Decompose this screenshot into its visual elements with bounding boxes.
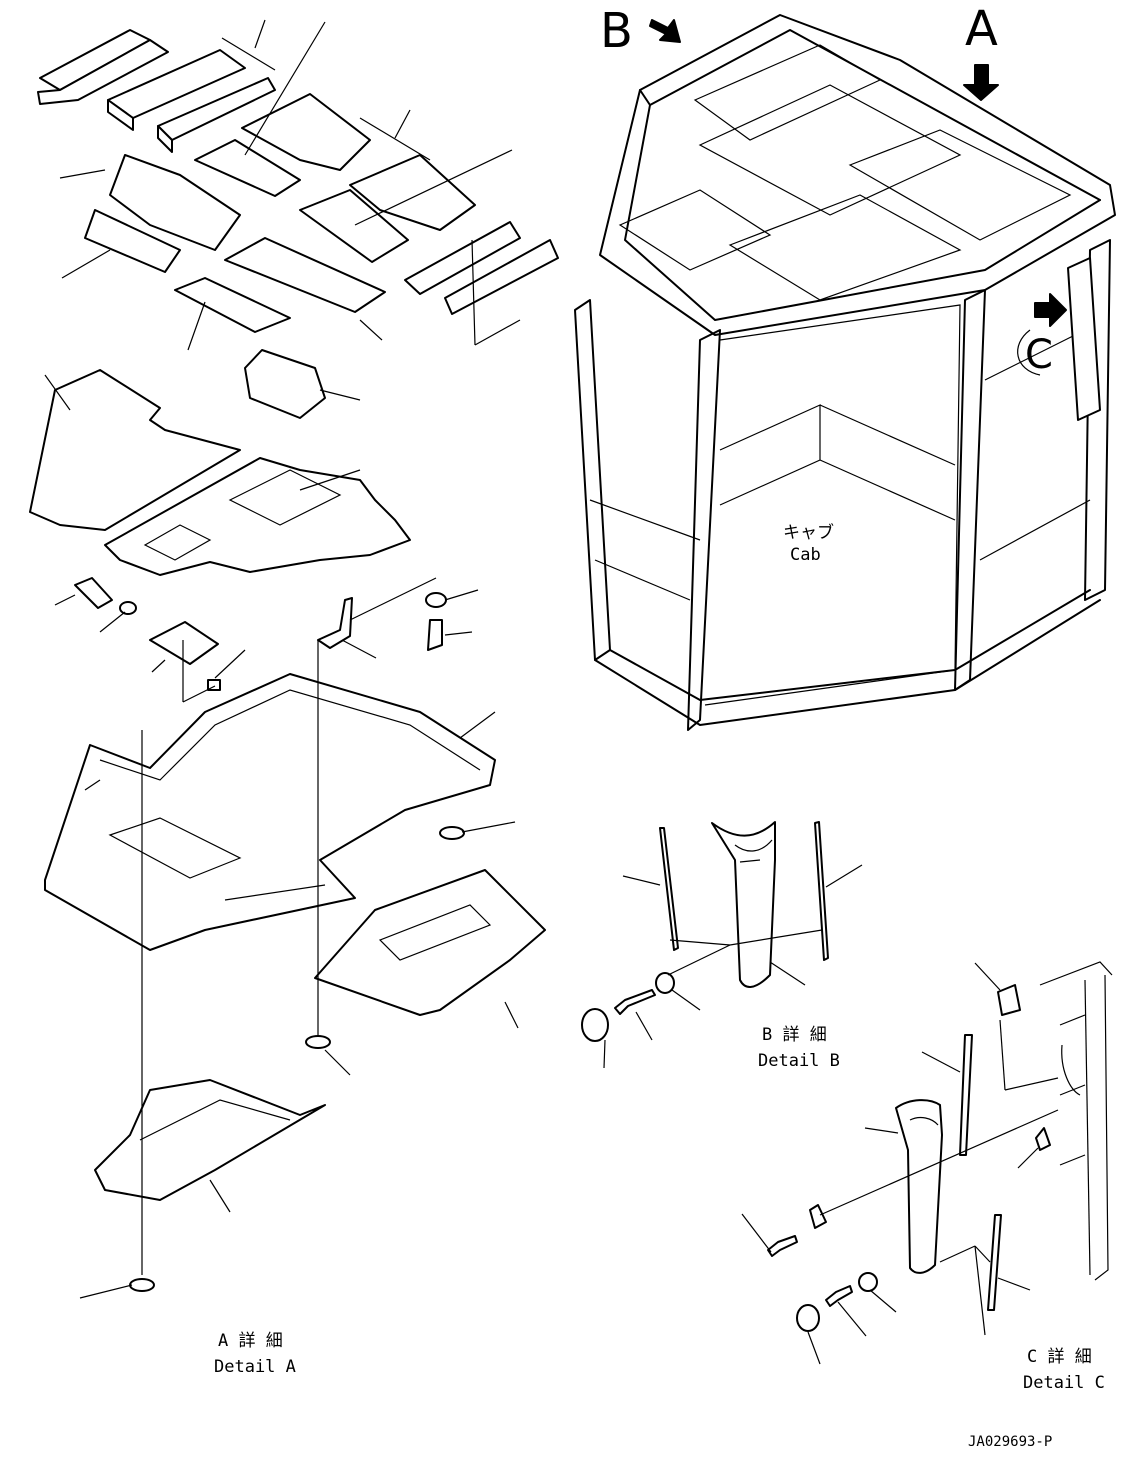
detail-c-en: Detail C [1023,1373,1105,1393]
seal-strip [659,827,679,951]
flat-panel [174,277,291,333]
detail-a-jp: A 詳 細 [218,1331,283,1351]
floor-mat [104,457,411,576]
drawing-code: JA029693-P [968,1434,1052,1450]
pad [207,679,221,691]
washer [425,592,447,608]
flat-panel [84,209,181,273]
arrow-icon [963,64,999,101]
washer [858,1272,878,1292]
side-floor-panel [314,869,546,1016]
floor-mat [29,369,241,531]
standoff [305,1035,331,1049]
cab-base [594,599,1101,726]
seal-strip [814,821,829,961]
cap [581,1008,609,1042]
fasteners-a [74,577,447,691]
cab-label-en: Cab [790,545,821,565]
foam-block [157,125,173,153]
detail-c-jp: C 詳 細 [1027,1347,1092,1367]
flat-panel [109,154,241,251]
standoff [129,1278,155,1292]
pillar-cover [1067,257,1101,421]
detail-c-parts [741,961,1113,1365]
cap [796,1304,820,1332]
screw [767,1235,798,1257]
floor-cover-panel [44,673,496,951]
washer [119,601,137,615]
lower-tray [94,1079,326,1201]
foam-block [299,189,409,263]
clip [1035,1127,1051,1151]
cab-roof [599,14,1116,336]
bolt [427,619,443,651]
flat-panel [224,237,386,313]
foam-block [241,93,371,171]
cab-pillar [574,299,611,661]
clamp [149,621,219,665]
view-letter-a: A [965,1,998,57]
detail-a-en: Detail A [214,1357,296,1377]
cab-label-jp: キャブ [783,522,834,543]
screw [614,989,656,1015]
foam-block [349,154,476,231]
foam-block [107,99,134,131]
foam-wedge [244,349,326,419]
seal-strip [987,1214,1002,1311]
cab-pillar [687,329,721,731]
detail-b-en: Detail B [758,1051,840,1071]
arrow-icon [1034,293,1067,327]
bracket [317,597,353,649]
foam-block [404,221,521,295]
floor-mats [29,369,411,576]
cab-frame [574,14,1116,731]
standoff [439,826,465,840]
pillar-trim [711,821,776,988]
washer [655,972,675,994]
clip [809,1204,827,1229]
cab-pillar [1084,239,1111,601]
foam-block [194,139,301,197]
seal-strip [959,1034,973,1156]
pillar-trim [895,1099,943,1274]
screw [825,1285,853,1307]
detail-b-jp: B 詳 細 [762,1025,827,1045]
view-letter-b: B [600,3,633,59]
clip [997,984,1021,1016]
clip-rail [37,39,169,105]
floor-cover [44,640,546,1292]
detail-b-parts [581,821,863,1069]
arrow-icon [649,19,681,43]
leader-lines-a [44,19,521,1299]
insulation-pads [37,29,559,419]
view-letter-c: C [1025,332,1053,378]
bolt [74,577,113,609]
